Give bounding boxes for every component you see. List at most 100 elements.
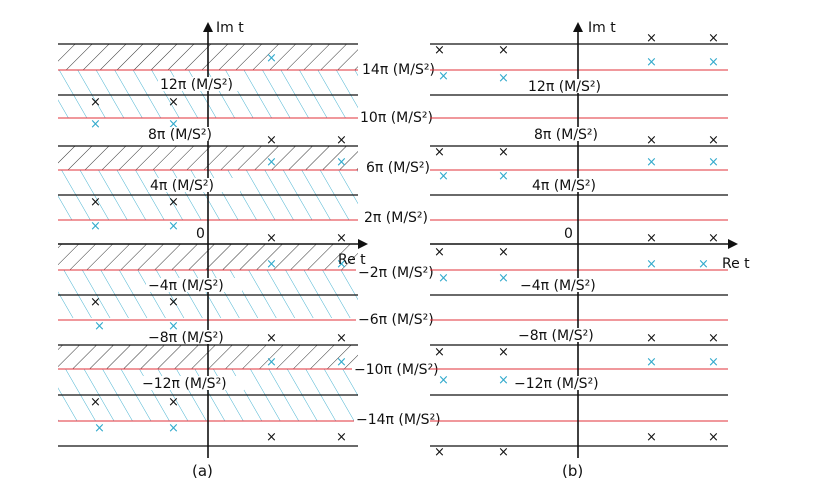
pole-mark-cyan: ×: [438, 169, 449, 184]
pole-mark: ×: [266, 231, 277, 246]
middle-labels: 14π (M/S²) 10π (M/S²) 6π (M/S²) 2π (M/S²…: [352, 62, 444, 428]
pole-mark-cyan: ×: [646, 355, 657, 370]
poles-b: × × × × × × × × × × × × × × × × × × × × …: [434, 31, 719, 460]
caption-b: (b): [562, 462, 583, 480]
imag-axis-arrow-a: [203, 22, 213, 32]
label-minus-14pi: −14π (M/S²): [356, 412, 441, 428]
label-minus-4pi-b: −4π (M/S²): [520, 278, 596, 294]
pole-mark-cyan: ×: [708, 355, 719, 370]
inner-labels-b: 12π (M/S²) 8π (M/S²) 4π (M/S²) −4π (M/S²…: [512, 79, 612, 392]
label-8pi: 8π (M/S²): [148, 127, 212, 143]
pole-mark: ×: [168, 95, 179, 110]
label-minus-2pi: −2π (M/S²): [358, 265, 434, 281]
pole-mark-cyan: ×: [498, 169, 509, 184]
pole-mark: ×: [498, 145, 509, 160]
label-minus-12pi: −12π (M/S²): [142, 376, 227, 392]
pole-mark: ×: [336, 331, 347, 346]
pole-mark: ×: [708, 331, 719, 346]
label-minus-10pi: −10π (M/S²): [354, 362, 439, 378]
horizontal-lines-b: [430, 43, 728, 447]
im-axis-label-a: Im t: [216, 20, 244, 36]
label-minus-4pi: −4π (M/S²): [148, 278, 224, 294]
re-axis-label-a: Re t: [338, 252, 366, 268]
pole-mark-cyan: ×: [266, 355, 277, 370]
pole-mark: ×: [90, 395, 101, 410]
pole-mark: ×: [646, 31, 657, 46]
pole-mark: ×: [90, 295, 101, 310]
pole-mark-cyan: ×: [646, 257, 657, 272]
pole-mark: ×: [336, 231, 347, 246]
pole-mark-cyan: ×: [90, 219, 101, 234]
pole-mark: ×: [646, 133, 657, 148]
pole-mark: ×: [90, 195, 101, 210]
re-axis-label-b: Re t: [722, 256, 750, 272]
pole-mark: ×: [168, 395, 179, 410]
pole-mark-cyan: ×: [168, 219, 179, 234]
pole-mark: ×: [168, 195, 179, 210]
pole-mark-cyan: ×: [266, 51, 277, 66]
pole-mark: ×: [708, 231, 719, 246]
label-12pi-b: 12π (M/S²): [528, 79, 601, 95]
im-axis-label-b: Im t: [588, 20, 616, 36]
caption-a: (a): [192, 462, 213, 480]
pole-mark-cyan: ×: [266, 155, 277, 170]
pole-mark-cyan: ×: [498, 271, 509, 286]
label-14pi: 14π (M/S²): [362, 62, 435, 78]
label-minus-12pi-b: −12π (M/S²): [514, 376, 599, 392]
pole-mark: ×: [434, 445, 445, 460]
pole-mark: ×: [336, 133, 347, 148]
pole-mark-cyan: ×: [498, 71, 509, 86]
pole-mark: ×: [498, 43, 509, 58]
real-axis-arrow-a: [358, 239, 368, 249]
pole-mark: ×: [90, 95, 101, 110]
label-6pi: 6π (M/S²): [366, 160, 430, 176]
poles-a: × × × × × × × × × × × × × × × × × × × × …: [90, 51, 347, 445]
pole-mark-cyan: ×: [646, 55, 657, 70]
imag-axis-arrow-b: [573, 22, 583, 32]
pole-mark-cyan: ×: [168, 319, 179, 334]
panel-a: × × × × × × × × × × × × × × × × × × × × …: [58, 20, 368, 480]
pole-mark-cyan: ×: [94, 319, 105, 334]
label-10pi: 10π (M/S²): [360, 110, 433, 126]
label-12pi: 12π (M/S²): [160, 77, 233, 93]
pole-mark-cyan: ×: [90, 117, 101, 132]
pole-mark-cyan: ×: [698, 257, 709, 272]
label-2pi: 2π (M/S²): [364, 210, 428, 226]
pole-mark-cyan: ×: [708, 155, 719, 170]
real-axis-arrow-b: [728, 239, 738, 249]
pole-mark: ×: [646, 430, 657, 445]
pole-mark-cyan: ×: [438, 271, 449, 286]
pole-mark-cyan: ×: [498, 373, 509, 388]
label-minus-8pi-b: −8π (M/S²): [518, 328, 594, 344]
inner-labels-a: 12π (M/S²) 8π (M/S²) 4π (M/S²) −4π (M/S²…: [140, 77, 244, 392]
label-8pi-b: 8π (M/S²): [534, 127, 598, 143]
pole-mark: ×: [168, 295, 179, 310]
pole-mark-cyan: ×: [708, 55, 719, 70]
pole-mark: ×: [646, 231, 657, 246]
pole-mark: ×: [708, 430, 719, 445]
label-minus-6pi: −6π (M/S²): [358, 312, 434, 328]
pole-mark-cyan: ×: [336, 257, 347, 272]
pole-mark: ×: [434, 245, 445, 260]
label-4pi: 4π (M/S²): [150, 178, 214, 194]
origin-label-b: 0: [564, 226, 573, 242]
pole-mark: ×: [646, 331, 657, 346]
pole-mark-cyan: ×: [438, 373, 449, 388]
pole-mark: ×: [708, 133, 719, 148]
pole-mark-cyan: ×: [168, 117, 179, 132]
pole-mark: ×: [266, 133, 277, 148]
pole-mark-cyan: ×: [94, 421, 105, 436]
panel-b: × × × × × × × × × × × × × × × × × × × × …: [430, 20, 750, 480]
pole-mark: ×: [434, 345, 445, 360]
pole-mark: ×: [708, 31, 719, 46]
pole-mark-cyan: ×: [266, 257, 277, 272]
pole-mark: ×: [498, 445, 509, 460]
pole-mark: ×: [434, 145, 445, 160]
pole-mark-cyan: ×: [336, 155, 347, 170]
pole-mark-cyan: ×: [438, 69, 449, 84]
pole-mark: ×: [434, 43, 445, 58]
pole-mark: ×: [266, 430, 277, 445]
pole-mark-cyan: ×: [646, 155, 657, 170]
pole-mark-cyan: ×: [168, 421, 179, 436]
